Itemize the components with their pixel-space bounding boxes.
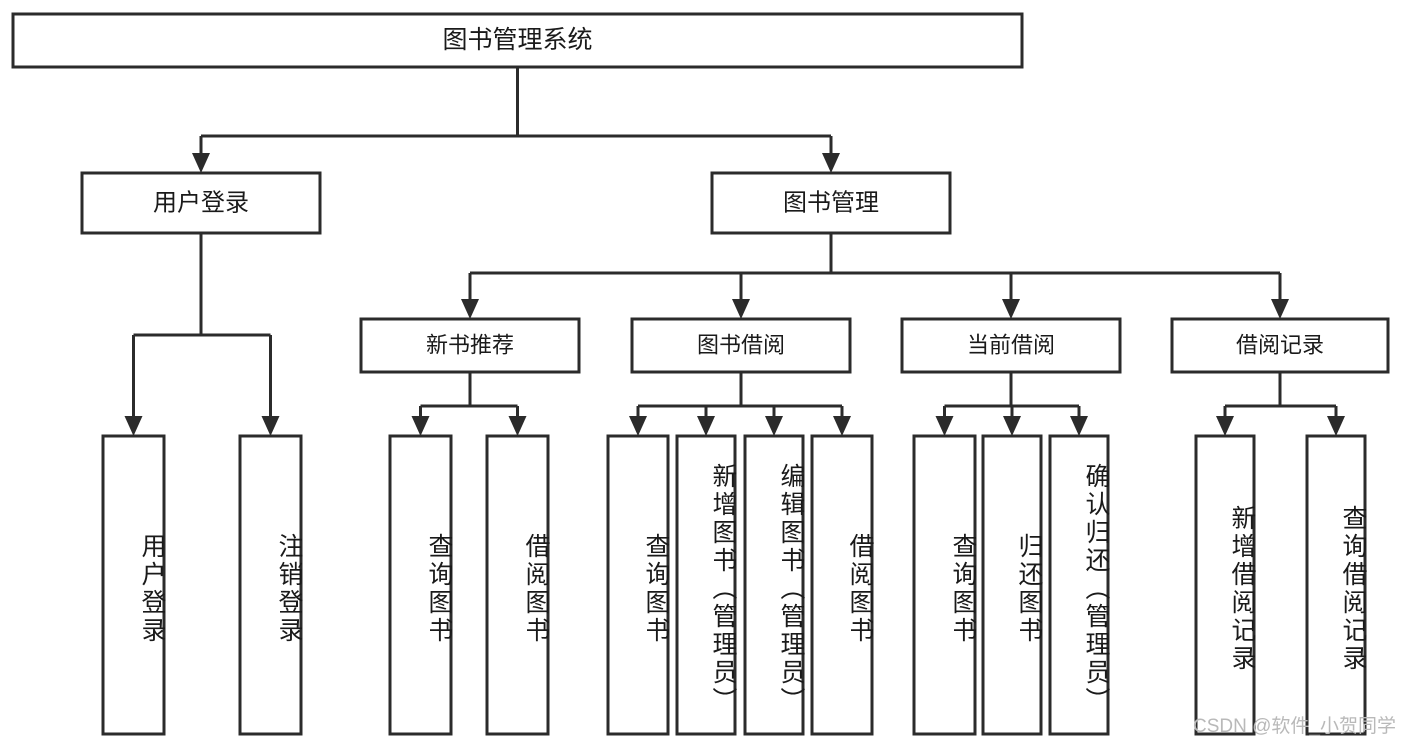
arrow-head-book-manage: [822, 153, 840, 173]
arrow-head-leaf-borrow-book-1: [508, 416, 527, 436]
node-leaf-edit-book-admin[interactable]: [743, 434, 805, 736]
arrow-head-leaf-borrow-book-2: [833, 416, 851, 436]
arrow-head-borrow-record: [1271, 299, 1289, 319]
arrow-head-current-borrow: [1002, 299, 1020, 319]
arrow-head-leaf-add-book-admin: [697, 416, 715, 436]
node-leaf-borrow-book-1[interactable]: [485, 434, 550, 736]
node-leaf-user-logout[interactable]: [238, 434, 303, 736]
arrow-head-leaf-add-borrow-record: [1216, 416, 1234, 436]
node-root-label: 图书管理系统: [442, 26, 592, 54]
node-leaf-query-book-3[interactable]: [912, 434, 977, 736]
node-leaf-add-book-admin[interactable]: [675, 434, 737, 736]
node-new-book-recommend[interactable]: [359, 317, 581, 374]
arrow-head-leaf-query-book-3: [935, 416, 954, 436]
arrow-head-leaf-query-book-1: [411, 416, 430, 436]
arrow-head-leaf-confirm-return-admin: [1070, 416, 1088, 436]
arrow-head-new-book-recommend: [461, 299, 479, 319]
node-borrow-record-label: 借阅记录: [1236, 332, 1324, 357]
node-leaf-borrow-book-2[interactable]: [810, 434, 874, 736]
node-leaf-user-login[interactable]: [101, 434, 166, 736]
arrow-head-leaf-return-book: [1003, 416, 1021, 436]
node-current-borrow[interactable]: [900, 317, 1122, 374]
node-root[interactable]: [11, 12, 1024, 69]
node-box-layer: [11, 12, 1390, 736]
connector-layer: [124, 67, 1345, 436]
arrow-head-user-login: [192, 153, 210, 173]
node-current-borrow-label: 当前借阅: [967, 332, 1055, 357]
watermark-text: CSDN @软件_小贺同学: [1193, 715, 1396, 737]
node-user-login[interactable]: [80, 171, 322, 235]
node-new-book-recommend-label: 新书推荐: [426, 332, 514, 357]
node-book-borrow[interactable]: [630, 317, 852, 374]
arrow-head-leaf-user-login: [124, 416, 143, 436]
arrow-head-leaf-query-borrow-record: [1327, 416, 1345, 436]
node-leaf-add-borrow-record[interactable]: [1194, 434, 1256, 736]
node-leaf-query-borrow-record[interactable]: [1305, 434, 1367, 736]
arrow-head-book-borrow: [732, 299, 750, 319]
arrow-head-leaf-edit-book-admin: [765, 416, 783, 436]
node-book-manage-label: 图书管理: [783, 189, 879, 216]
node-book-borrow-label: 图书借阅: [697, 332, 785, 357]
node-leaf-query-book-1[interactable]: [388, 434, 453, 736]
node-leaf-confirm-return-admin[interactable]: [1048, 434, 1110, 736]
node-user-login-label: 用户登录: [153, 189, 249, 216]
node-borrow-record[interactable]: [1170, 317, 1390, 374]
node-book-manage[interactable]: [710, 171, 952, 235]
arrow-head-leaf-user-logout: [261, 416, 280, 436]
arrow-head-leaf-query-book-2: [629, 416, 647, 436]
node-leaf-query-book-2[interactable]: [606, 434, 670, 736]
node-leaf-return-book[interactable]: [981, 434, 1043, 736]
